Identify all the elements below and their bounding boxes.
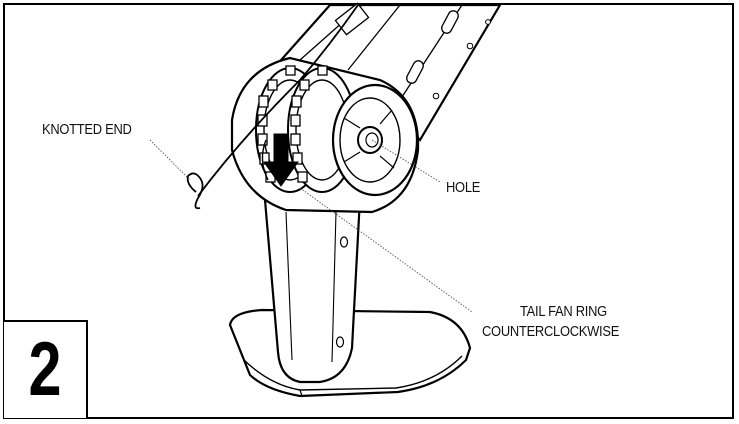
leader-hole (371, 139, 441, 183)
label-knotted-end: KNOTTED END (42, 121, 132, 138)
step-number: 2 (28, 327, 62, 412)
step-number-box: 2 (4, 320, 88, 418)
rotation-arrow (261, 133, 299, 187)
leader-tail-fan-ring (299, 187, 473, 313)
label-counterclockwise: COUNTERCLOCKWISE (482, 323, 620, 340)
string (186, 4, 359, 210)
label-tail-fan-ring: TAIL FAN RING (520, 303, 607, 320)
stand-post (263, 196, 362, 384)
label-hole: HOLE (446, 179, 481, 196)
leader-knotted-end (149, 139, 191, 181)
hub-disc (331, 83, 419, 197)
